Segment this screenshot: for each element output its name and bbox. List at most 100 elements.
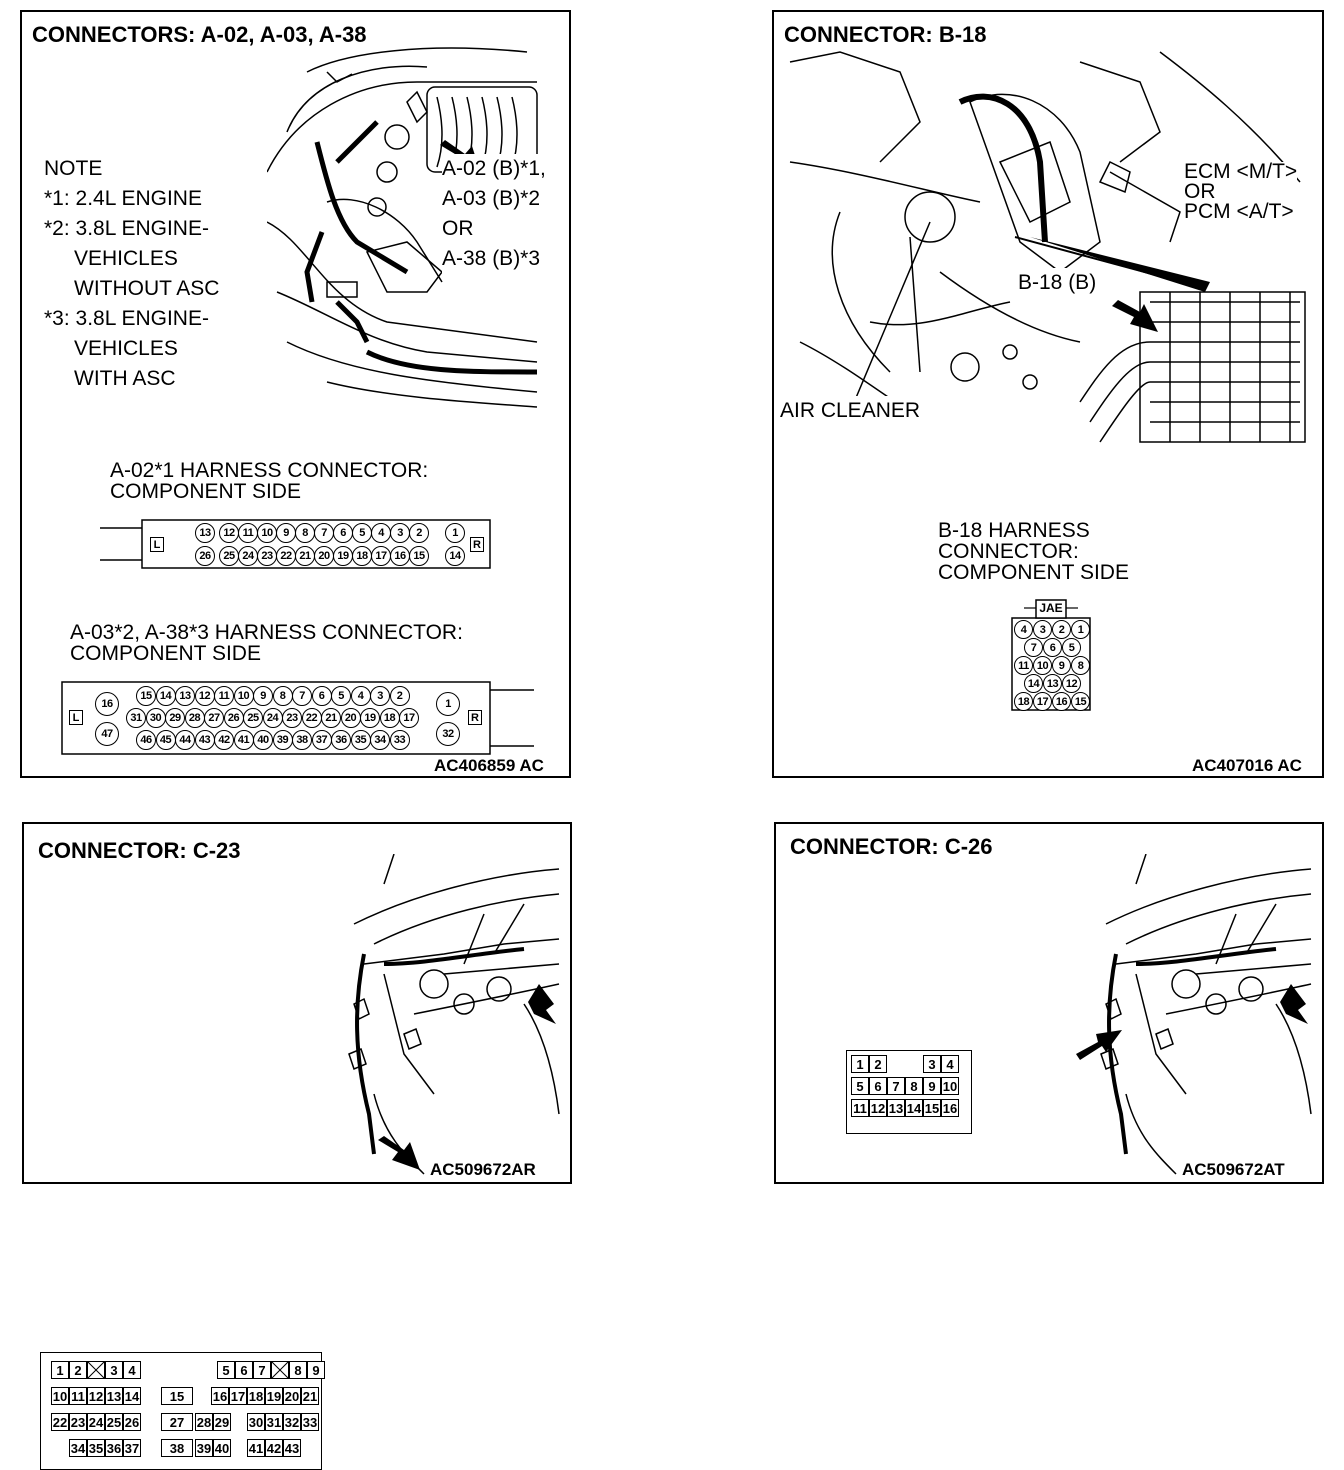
note-line: *2: 3.8L ENGINE- [44,217,209,240]
dashboard-harness-illustration [1076,854,1312,1175]
terminal-pin: 10 [233,686,254,706]
terminal-pin: 43 [194,730,215,750]
terminal-cell: 11 [69,1387,87,1405]
note-line: WITH ASC [74,367,176,390]
terminal-pin: 7 [314,523,334,543]
terminal-cell: 33 [301,1413,319,1431]
terminal-cell: 26 [123,1413,141,1431]
terminal-pin: 14 [155,686,176,706]
ecm-area-illustration [789,51,1306,443]
terminal-cell: 9 [307,1361,325,1379]
terminal-pin: 1 [436,692,460,716]
terminal-pin: 24 [262,708,283,728]
terminal-cell: 2 [869,1055,887,1073]
terminal-pin: 8 [272,686,293,706]
terminal-cell: 6 [869,1077,887,1095]
terminal-pin: 40 [253,730,273,750]
terminal-cell: 42 [265,1439,283,1457]
terminal-pin: 20 [340,708,361,728]
terminal-pin: 5 [1062,638,1081,657]
terminal-pin: 9 [253,686,273,706]
title-line: COMPONENT SIDE [70,642,261,665]
terminal-cell: 5 [217,1361,235,1379]
panel-connectors-a02-a03-a38: CONNECTORS: A-02, A-03, A-38 [20,10,571,778]
terminal-pin: 14 [445,546,465,566]
terminal-pin: 9 [1052,656,1071,675]
terminal-cell: 38 [161,1439,193,1457]
label-line: PCM <A/T> [1184,200,1294,223]
callout-line: A-38 (B)*3 [442,247,541,270]
terminal-pin: 10 [1033,656,1052,675]
terminal-pin: 18 [352,546,372,566]
terminal-pin: 3 [370,686,390,706]
terminal-pin: 12 [194,686,215,706]
terminal-cell: 10 [941,1077,959,1095]
terminal-pin: 44 [175,730,195,750]
terminal-pin: 7 [1024,638,1043,657]
ecm-pcm-label: ECM <M/T> OR PCM <A/T> [1184,161,1298,223]
terminal-pin: 14 [1024,674,1043,693]
terminal-pin: 25 [243,708,263,728]
terminal-pin: 17 [399,708,419,728]
terminal-pin: 24 [238,546,258,566]
note-line: NOTE [44,157,103,180]
terminal-cell: 4 [123,1361,141,1379]
terminal-pin: 3 [390,523,410,543]
terminal-cell: 22 [51,1413,69,1431]
terminal-pin: 41 [233,730,254,750]
terminal-cell: 21 [301,1387,319,1405]
terminal-cell: 24 [87,1413,105,1431]
blank-cell [87,1361,105,1379]
b18-callout: B-18 (B) [1018,268,1097,298]
terminal-cell: 16 [941,1099,959,1117]
terminal-cell: 11 [851,1099,869,1117]
figure-code: AC509672AR [430,1160,536,1179]
terminal-pin: 19 [360,708,380,728]
figure-code: AC407016 AC [1192,756,1302,775]
terminal-pin: 30 [145,708,166,728]
terminal-pin: 33 [389,730,410,750]
right-marker-r: R [470,537,484,552]
terminal-cell: 35 [87,1439,105,1457]
terminal-pin: 15 [136,686,156,706]
terminal-pin: 22 [301,708,322,728]
left-marker-l: L [69,710,83,725]
terminal-pin: 8 [295,523,315,543]
left-marker-l: L [150,537,164,552]
terminal-pin: 2 [1052,620,1071,639]
terminal-cell: 5 [851,1077,869,1095]
terminal-cell: 2 [69,1361,87,1379]
terminal-pin: 28 [184,708,205,728]
terminal-cell: 7 [887,1077,905,1095]
terminal-pin: 46 [136,730,156,750]
terminal-pin: 1 [445,523,465,543]
terminal-cell: 32 [283,1413,301,1431]
terminal-pin: 47 [95,722,119,746]
panel-a-title: CONNECTORS: A-02, A-03, A-38 [32,22,367,47]
terminal-pin: 39 [272,730,293,750]
terminal-cell: 29 [213,1413,231,1431]
terminal-pin: 36 [331,730,351,750]
terminal-cell: 27 [161,1413,193,1431]
terminal-pin: 32 [436,722,460,746]
terminal-pin: 12 [1062,674,1081,693]
a02-connector-title: A-02*1 HARNESS CONNECTOR: COMPONENT SIDE [110,460,428,502]
terminal-cell: 1 [51,1361,69,1379]
terminal-pin: 16 [390,546,410,566]
title-line: A-02*1 HARNESS CONNECTOR: [110,459,429,482]
terminal-pin: 16 [1052,692,1071,711]
panel-b-title: CONNECTOR: B-18 [784,22,987,47]
terminal-cell: 6 [235,1361,253,1379]
terminal-pin: 42 [214,730,234,750]
terminal-cell: 41 [247,1439,265,1457]
terminal-pin: 19 [333,546,353,566]
terminal-pin: 38 [292,730,312,750]
terminal-cell: 8 [905,1077,923,1095]
terminal-cell: 37 [123,1439,141,1457]
terminal-cell: 3 [105,1361,123,1379]
terminal-pin: 9 [276,523,296,543]
terminal-cell: 10 [51,1387,69,1405]
